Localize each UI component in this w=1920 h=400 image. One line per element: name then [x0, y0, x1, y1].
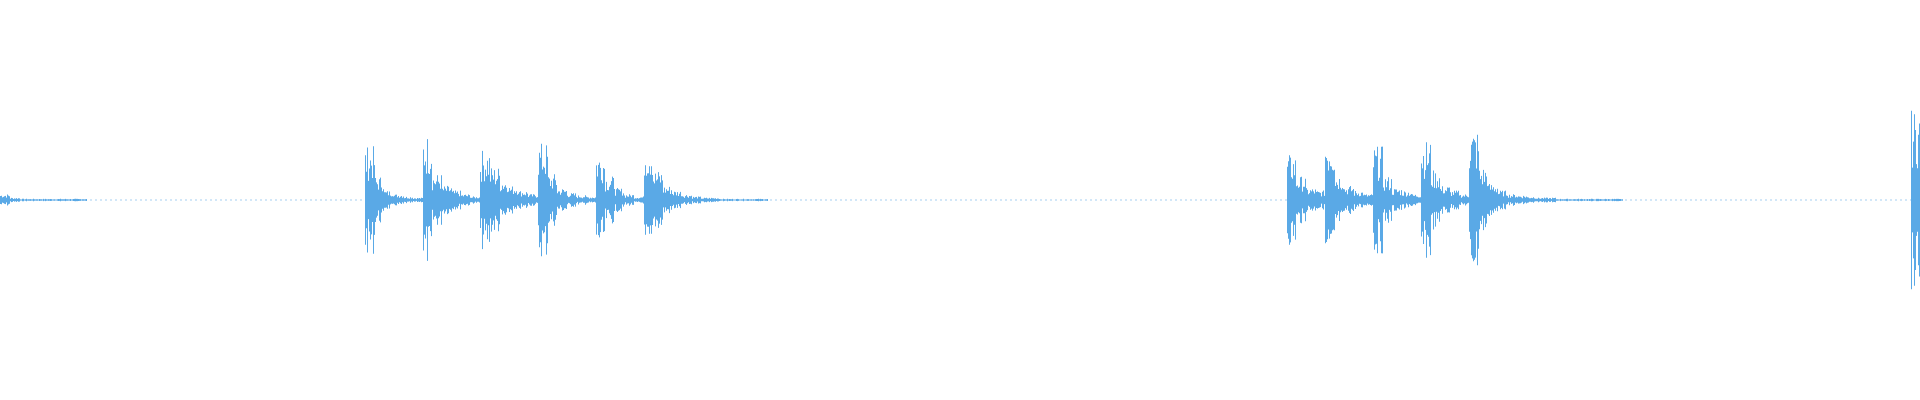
waveform-signal	[0, 110, 1920, 290]
waveform-peaks	[0, 110, 1920, 290]
